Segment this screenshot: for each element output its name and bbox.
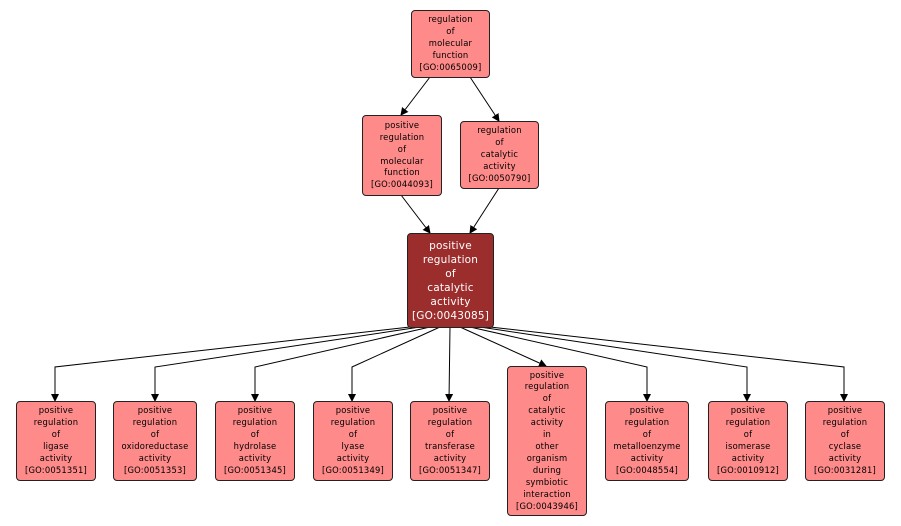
node-lyase[interactable]: positive regulation of lyase activity [G…	[313, 401, 393, 481]
edge-arrow	[400, 194, 431, 234]
node-metalloenzyme[interactable]: positive regulation of metalloenzyme act…	[605, 401, 689, 481]
node-cyclase[interactable]: positive regulation of cyclase activity …	[805, 401, 885, 481]
node-transferase[interactable]: positive regulation of transferase activ…	[410, 401, 490, 481]
node-hydrolase[interactable]: positive regulation of hydrolase activit…	[215, 401, 295, 481]
node-positive-regulation-of-catalytic-activity[interactable]: positive regulation of catalytic activit…	[407, 233, 494, 328]
edge-arrow	[469, 76, 500, 122]
edge-arrow	[51, 326, 411, 402]
node-regulation-of-molecular-function[interactable]: regulation of molecular function [GO:006…	[411, 10, 490, 78]
edge-arrow	[459, 326, 547, 367]
edge-arrow	[151, 326, 421, 402]
edge-arrow	[469, 187, 500, 234]
edge-arrow	[348, 326, 441, 402]
edge-arrow	[469, 326, 651, 402]
edge-arrow	[489, 326, 848, 402]
node-positive-regulation-of-molecular-function[interactable]: positive regulation of molecular functio…	[362, 115, 442, 196]
node-regulation-of-catalytic-activity[interactable]: regulation of catalytic activity [GO:005…	[460, 121, 539, 189]
node-symbiotic-interaction[interactable]: positive regulation of catalytic activit…	[507, 366, 587, 516]
node-isomerase[interactable]: positive regulation of isomerase activit…	[708, 401, 788, 481]
node-ligase[interactable]: positive regulation of ligase activity […	[16, 401, 96, 481]
edge-arrow	[479, 326, 751, 402]
edge-arrow	[251, 326, 431, 402]
node-oxidoreductase[interactable]: positive regulation of oxidoreductase ac…	[113, 401, 197, 481]
edge-arrow	[400, 76, 431, 116]
edge-arrow	[445, 326, 454, 402]
